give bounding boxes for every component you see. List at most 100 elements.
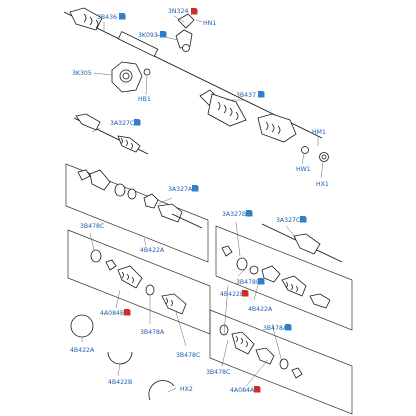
panel-outline-1 [65, 163, 209, 263]
p1-tripod [143, 193, 159, 209]
p2-joint [293, 233, 321, 255]
p2-ring-a [236, 257, 248, 271]
exploded-panel-left-upper [65, 163, 209, 263]
mid-driveshaft-3a327c [73, 113, 149, 155]
clamp-4b422a [70, 314, 94, 338]
p3-housing-ribs [165, 297, 173, 307]
label-hm1: HM1 [312, 129, 326, 136]
tag-icons [119, 8, 307, 393]
p2-clip [221, 245, 233, 257]
tag-4a084a-icon [254, 386, 261, 393]
label-4a084b: 4A084B [100, 310, 124, 317]
label-3b478a-left: 3B478A [140, 329, 165, 336]
tag-3n324-icon [191, 8, 198, 15]
label-3a327c-top: 3A327C [110, 120, 134, 127]
bracket-bearing-ring [119, 69, 133, 83]
tag-3a327a-icon [192, 185, 199, 192]
nut-hb1-part [143, 68, 151, 76]
p4-ring-b [279, 358, 289, 370]
tag-3b436-icon [119, 13, 126, 20]
tag-4b422b-right-icon [242, 290, 249, 297]
label-3b478b: 3B478B [236, 279, 260, 286]
bolt-3k093 [182, 44, 190, 52]
p4-boot-ribs [235, 335, 248, 348]
tag-3a327c-right-icon [300, 216, 307, 223]
top-leader-lines [93, 15, 324, 179]
label-4b422a-right: 4B422A [248, 306, 273, 313]
label-3b436: 3B436 [97, 14, 117, 21]
top-outer-boot [207, 93, 247, 127]
nut-hx1-part [319, 152, 329, 162]
mid-outer-joint [117, 135, 141, 153]
label-4a084a: 4A084A [230, 387, 255, 394]
p2-tripod [261, 265, 281, 283]
p2-boot [281, 275, 307, 297]
label-hx2: HX2 [180, 386, 193, 393]
top-outer-cv-joint [257, 113, 297, 143]
label-4b422b-right: 4B422B [220, 291, 244, 298]
tag-3b478b-icon [258, 278, 265, 285]
p1-boot-small [89, 169, 111, 191]
exploded-panel-right-middle [215, 223, 353, 331]
label-4b422a-mid: 4B422A [140, 247, 165, 254]
label-3b478a-right: 3B478A [263, 325, 288, 332]
mid-outer-ribs [120, 137, 133, 150]
p2-ring-b [249, 265, 259, 275]
p3-clip [105, 259, 117, 271]
nut-hx1-hole [321, 154, 327, 160]
circlip-hx2 [148, 380, 175, 401]
label-3a327b: 3A327B [222, 211, 246, 218]
bracket-bearing-inner [122, 72, 130, 80]
tag-3b478a-right-icon [285, 324, 292, 331]
top-outer-joint-ribs [265, 121, 281, 135]
p3-boot-ribs [121, 271, 134, 284]
label-3k305: 3K305 [72, 70, 92, 77]
top-outer-boot-ribs [217, 101, 239, 121]
label-3k093: 3K093 [138, 32, 158, 39]
top-driveshaft-assembly [63, 7, 329, 162]
label-hx1: HX1 [316, 181, 329, 188]
tag-3b437-icon [258, 91, 265, 98]
p4-ring-a [219, 324, 229, 336]
top-inner-boot-ribs [83, 13, 99, 29]
label-hn1-top: HN1 [203, 20, 216, 27]
label-3n324: 3N324 [168, 8, 188, 15]
p2-boot-ribs [285, 281, 298, 293]
p3-housing [161, 293, 187, 315]
bracket-3n324-part [177, 13, 195, 29]
p1-ring-a [114, 183, 126, 197]
tag-3k093-icon [160, 31, 167, 38]
exploded-panel-right-lower [209, 309, 353, 415]
panel-outline-2 [215, 225, 353, 331]
label-3b437: 3B437 [236, 92, 256, 99]
tag-4a084b-icon [124, 309, 131, 316]
top-intermediate-shaft [117, 31, 159, 57]
p3-boot [117, 265, 143, 289]
bracket-3k093-part [175, 29, 193, 49]
label-4b422a-low: 4B422A [70, 347, 95, 354]
panel-outline-4 [209, 309, 353, 415]
label-3b478c-left: 3B478C [80, 223, 104, 230]
label-4b422b-low: 4B422B [108, 379, 132, 386]
p3-ring-a [90, 249, 102, 263]
label-3b478c-bot: 3B478C [206, 369, 230, 376]
p1-stub-shaft [171, 213, 203, 229]
label-hb1: HB1 [138, 96, 151, 103]
washer-hw1-part [301, 146, 309, 154]
p1-ring-b [127, 188, 137, 200]
label-3a327c-right: 3A327C [276, 217, 300, 224]
lower-leader-lines [81, 127, 297, 393]
tag-3a327b-icon [246, 210, 253, 217]
label-3a327a: 3A327A [168, 186, 193, 193]
p2-housing [309, 293, 331, 309]
mid-inner-joint [75, 113, 101, 131]
p3-ring-b [145, 284, 155, 296]
label-hw1: HW1 [296, 166, 311, 173]
p1-housing [157, 203, 183, 223]
p4-clip [291, 367, 303, 379]
p4-joint [255, 347, 275, 365]
tag-3a327c-top-icon [134, 119, 141, 126]
label-3b478c-low: 3B478C [176, 352, 200, 359]
